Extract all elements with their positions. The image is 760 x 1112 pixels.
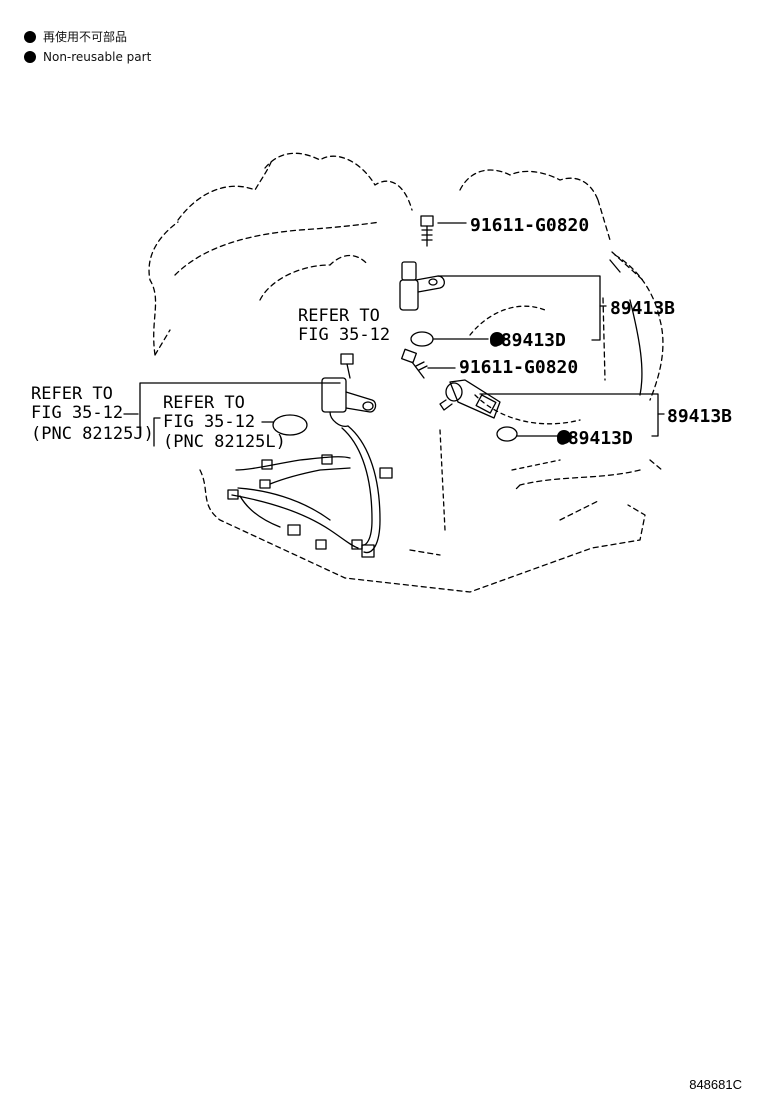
- housing-inner-curve: [174, 221, 381, 301]
- bullet-icon: [24, 31, 36, 43]
- lower-oring-icon: [496, 426, 518, 442]
- label-refer-mid-3: (PNC 82125L): [163, 432, 286, 452]
- housing-right-edge: [609, 259, 643, 396]
- label-refer-left-1: REFER TO: [31, 384, 113, 404]
- legend-text-en: Non-reusable part: [43, 50, 152, 64]
- upper-oring-icon: [410, 331, 434, 347]
- transmission-housing-outline: [148, 152, 664, 491]
- housing-bottom-outline: [199, 469, 646, 593]
- label-bolt-upper: 91611-G0820: [470, 215, 589, 236]
- label-refer-mid-1: REFER TO: [163, 393, 245, 413]
- figure-code: 848681C: [689, 1077, 742, 1092]
- label-refer-center-2: FIG 35-12: [298, 325, 390, 345]
- label-bolt-lower: 91611-G0820: [459, 357, 578, 378]
- wire-harness-icon: [227, 425, 393, 558]
- label-sensor-upper: 89413B: [610, 298, 675, 319]
- bullet-icon: [24, 51, 36, 63]
- label-refer-left-3: (PNC 82125J): [31, 424, 154, 444]
- bullet-icon: [490, 332, 504, 346]
- legend: 再使用不可部品 Non-reusable part: [24, 27, 151, 67]
- housing-right-detail: [439, 305, 581, 531]
- mid-oring-icon: [272, 414, 308, 436]
- label-oring-lower: ●89413D: [557, 428, 633, 449]
- legend-text-jp: 再使用不可部品: [43, 30, 128, 44]
- upper-bolt-icon: [420, 215, 434, 247]
- legend-item-jp: 再使用不可部品: [24, 27, 151, 47]
- left-speed-sensor-icon: [321, 377, 377, 427]
- label-sensor-lower: 89413B: [667, 406, 732, 427]
- label-refer-left-2: FIG 35-12: [31, 403, 123, 423]
- upper-speed-sensor-icon: [399, 261, 445, 311]
- lower-speed-sensor-icon: [439, 379, 501, 419]
- lower-bolt-icon: [401, 348, 428, 379]
- label-refer-center-1: REFER TO: [298, 306, 380, 326]
- bullet-icon: [557, 430, 571, 444]
- label-oring-upper: ●89413D: [490, 330, 566, 351]
- legend-item-en: Non-reusable part: [24, 47, 151, 67]
- center-bolt-icon: [340, 353, 354, 379]
- label-refer-mid-2: FIG 35-12: [163, 412, 255, 432]
